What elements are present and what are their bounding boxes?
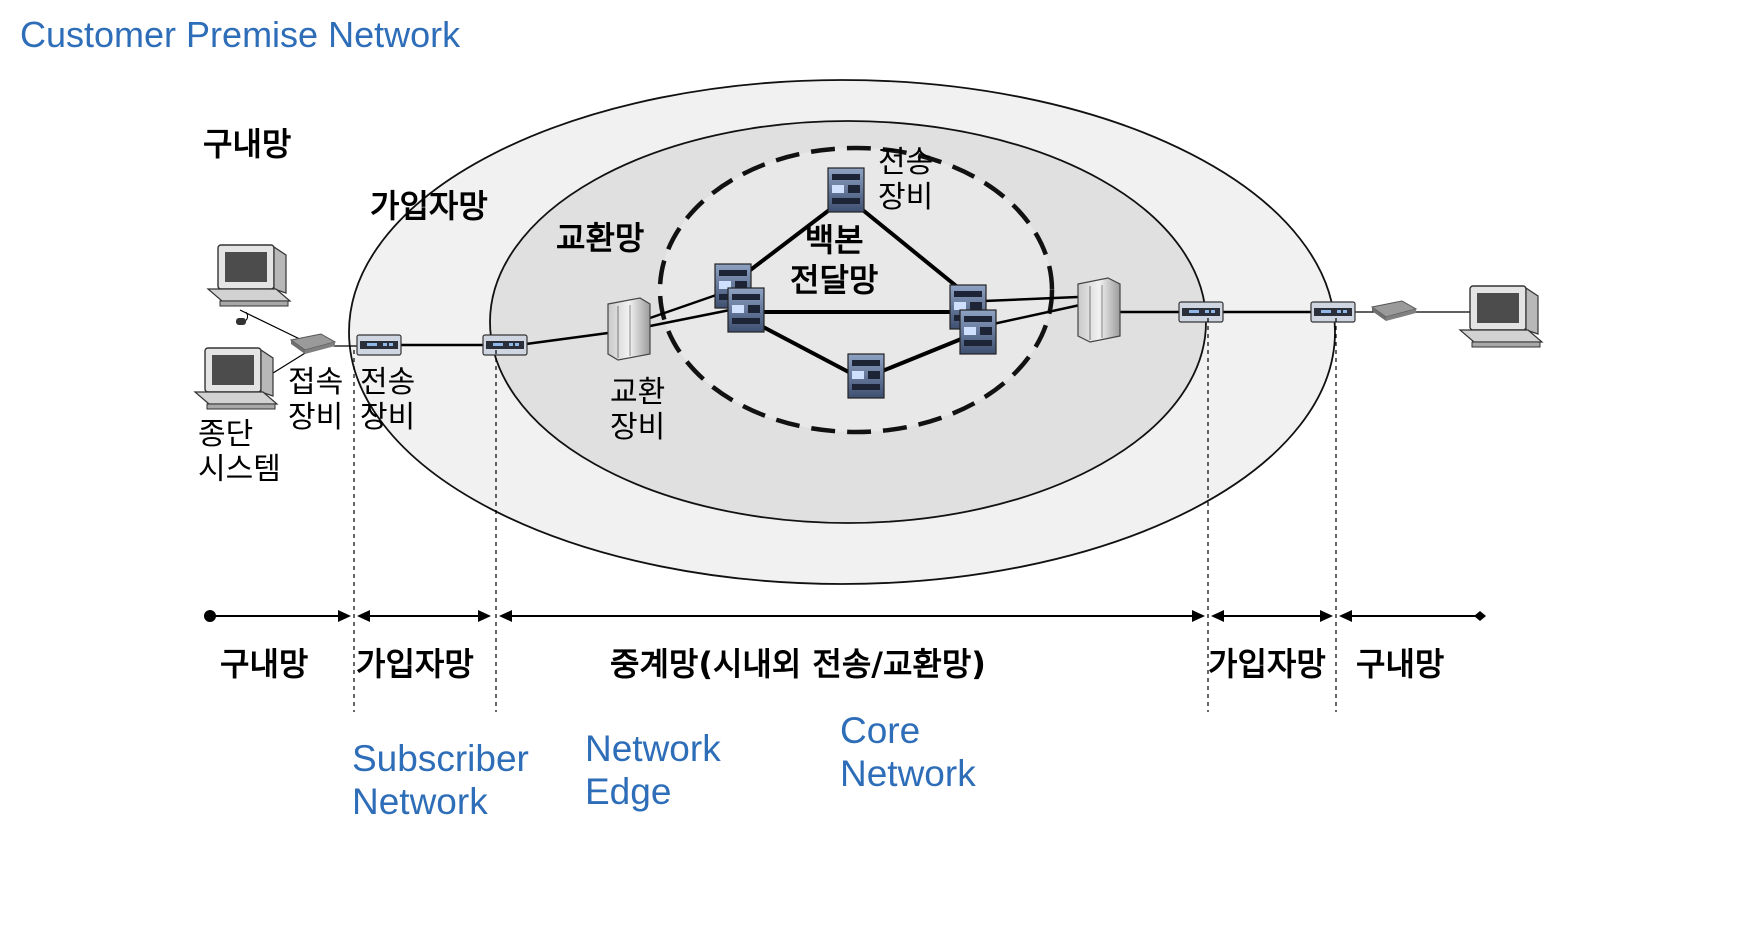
- terminal-system-line-2: 시스템: [198, 451, 281, 487]
- transmission-mux-icon: [1178, 301, 1224, 323]
- access-equipment-line-2: 장비: [288, 399, 344, 435]
- span-axis: [204, 610, 1486, 622]
- mouse-icon: [236, 311, 249, 325]
- transmission-mux-icon: [1310, 301, 1356, 323]
- transmission-equipment-line-2: 장비: [360, 399, 416, 435]
- transmission-mux-icon: [482, 334, 528, 356]
- backbone-network-label: 백본 전달망: [790, 220, 878, 300]
- network-links: [239, 196, 1470, 380]
- subscriber-network-english-line-2: Network: [352, 780, 488, 822]
- pc-terminal-top-icon: [207, 244, 291, 307]
- axis-segment-premise-right: 구내망: [1356, 645, 1445, 683]
- backbone-transmission-line-2: 장비: [878, 179, 934, 215]
- subscriber-network-label: 가입자망: [370, 187, 488, 225]
- exchange-network-label: 교환망: [556, 219, 645, 257]
- terminal-system-label: 종단 시스템: [198, 417, 281, 487]
- core-network-english-label: Core Network: [840, 710, 976, 795]
- core-router-icon: [959, 309, 997, 355]
- exchange-server-icon: [607, 297, 651, 361]
- terminal-system-line-1: 종단: [198, 417, 254, 452]
- modem-left-icon: [290, 333, 336, 355]
- exchange-equipment-line-2: 장비: [610, 409, 666, 445]
- network-edge-english-line-2: Edge: [585, 770, 672, 812]
- transmission-equipment-line-1: 전송: [360, 365, 416, 400]
- modem-right-icon: [1371, 300, 1417, 322]
- transmission-equipment-label: 전송 장비: [360, 365, 416, 435]
- axis-segment-subscriber-left: 가입자망: [356, 645, 474, 683]
- network-edge-english-label: Network Edge: [585, 728, 721, 813]
- pc-terminal-right-icon: [1459, 285, 1543, 348]
- backbone-transmission-label: 전송 장비: [878, 145, 934, 215]
- backbone-label-line-2: 전달망: [790, 261, 879, 299]
- backbone-network-ellipse: [657, 145, 1055, 435]
- backbone-transmission-line-1: 전송: [878, 145, 934, 180]
- core-router-icon: [727, 287, 765, 333]
- boundary-lines: [353, 318, 1337, 712]
- core-router-icon: [827, 167, 865, 213]
- core-network-english-line-2: Network: [840, 752, 976, 794]
- axis-segment-trunk: 중계망(시내외 전송/교환망): [610, 645, 986, 683]
- pc-terminal-bottom-icon: [194, 347, 278, 410]
- subscriber-network-english-label: Subscriber Network: [352, 738, 529, 823]
- page-title: Customer Premise Network: [20, 14, 461, 55]
- access-equipment-line-1: 접속: [288, 365, 344, 400]
- access-equipment-label: 접속 장비: [288, 365, 344, 435]
- axis-segment-premise-left: 구내망: [220, 645, 309, 683]
- core-router-icon: [847, 353, 885, 399]
- network-edge-english-line-1: Network: [585, 728, 721, 769]
- core-network-english-line-1: Core: [840, 710, 921, 751]
- subscriber-network-english-line-1: Subscriber: [352, 738, 529, 779]
- backbone-label-line-1: 백본: [804, 221, 864, 259]
- exchange-equipment-label: 교환 장비: [610, 375, 666, 445]
- premise-network-label: 구내망: [203, 125, 292, 163]
- exchange-equipment-line-1: 교환: [610, 375, 666, 410]
- exchange-server-icon: [1077, 277, 1121, 343]
- transmission-mux-icon: [356, 334, 402, 356]
- axis-segment-subscriber-right: 가입자망: [1208, 645, 1326, 683]
